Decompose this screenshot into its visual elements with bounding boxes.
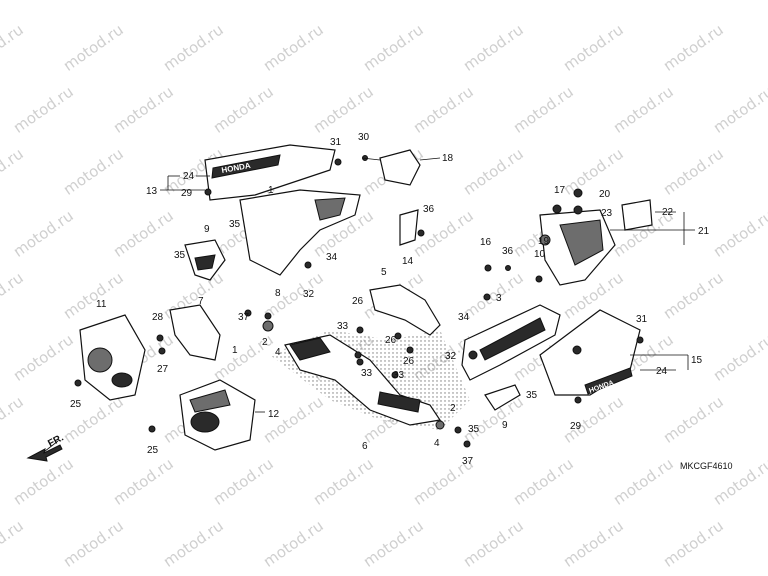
callout-33a: 33 [337,321,349,332]
callout-11: 11 [96,299,107,310]
part-decal-left [211,154,281,179]
callout-8: 8 [275,288,281,299]
callout-1b: 1 [268,185,274,196]
callout-26c: 26 [403,356,415,367]
part-center-tunnel-5 [369,284,441,336]
part-label-22 [621,199,653,231]
callout-21: 21 [698,226,710,237]
part-side-plate-7 [169,304,221,361]
callout-19: 19 [538,236,550,247]
part-lower-cover-12 [179,379,256,451]
part-12-vent [190,411,220,433]
callout-22: 22 [662,207,674,218]
callout-6: 6 [362,441,368,452]
callout-2b: 2 [450,403,456,414]
callout-27: 27 [157,364,169,375]
callout-5: 5 [381,267,387,278]
callout-9b: 9 [502,420,508,431]
callout-13: 13 [146,186,158,197]
callout-34a: 34 [326,252,338,263]
front-label: FR. [46,432,66,449]
callout-32a: 32 [303,289,315,300]
part-upper-cowl [204,144,336,201]
part-11-vent [111,372,133,388]
callout-4b: 4 [434,438,440,449]
callout-33c: 33 [393,370,405,381]
callout-34b: 34 [458,312,470,323]
callout-17: 17 [554,185,566,196]
callout-labels: 1 1 2 2 3 4 4 5 6 7 8 9 9 10 11 12 13 14… [70,132,710,467]
callout-4a: 4 [275,347,281,358]
callout-26a: 26 [352,296,364,307]
callout-1a: 1 [232,345,238,356]
hardware-set [74,155,644,448]
part-11-hole [87,347,113,373]
callout-31b: 31 [636,314,648,325]
front-arrow: FR. [26,432,66,462]
part-12-recess [189,389,231,413]
callout-18: 18 [442,153,454,164]
callout-33b: 33 [361,368,373,379]
part-6-vent-b [377,391,421,413]
callout-36a: 36 [423,204,435,215]
callout-25b: 25 [147,445,159,456]
part-decal-right [584,367,633,395]
callout-30: 30 [358,132,370,143]
callout-37a: 37 [238,312,250,323]
callout-29b: 29 [570,421,582,432]
part-inner-grille [314,197,346,221]
part-right-inner-vent [479,317,546,361]
callout-37b: 37 [462,456,474,467]
callout-24a: 24 [183,171,195,182]
callout-25a: 25 [70,399,82,410]
callout-9a: 9 [204,224,210,235]
part-bracket-9-left-inner [194,254,216,271]
callout-2a: 2 [262,337,268,348]
callout-32b: 32 [445,351,457,362]
callout-24b: 24 [656,366,668,377]
callout-12: 12 [268,409,280,420]
callout-36b: 36 [502,246,514,257]
part-clip-14 [399,209,419,246]
part-6-vent-a [289,337,331,361]
callout-14: 14 [402,256,414,267]
callout-3: 3 [496,293,502,304]
callout-7: 7 [198,296,204,307]
callout-26b: 26 [385,335,397,346]
part-trim-9-right [484,384,521,411]
part-bracket-18 [379,149,421,186]
diagram-code: MKCGF4610 [680,461,733,471]
callout-35b: 35 [174,250,186,261]
callout-35a: 35 [229,219,241,230]
callout-16: 16 [480,237,492,248]
callout-23: 23 [601,208,613,219]
leader-lines [39,157,695,456]
callout-31a: 31 [330,137,342,148]
callout-10: 10 [534,249,546,260]
callout-29a: 29 [181,188,193,199]
callout-15: 15 [691,355,703,366]
callout-20: 20 [599,189,611,200]
callout-35c: 35 [526,390,538,401]
part-21-recess [559,219,604,266]
callout-35d: 35 [468,424,480,435]
callout-28: 28 [152,312,164,323]
